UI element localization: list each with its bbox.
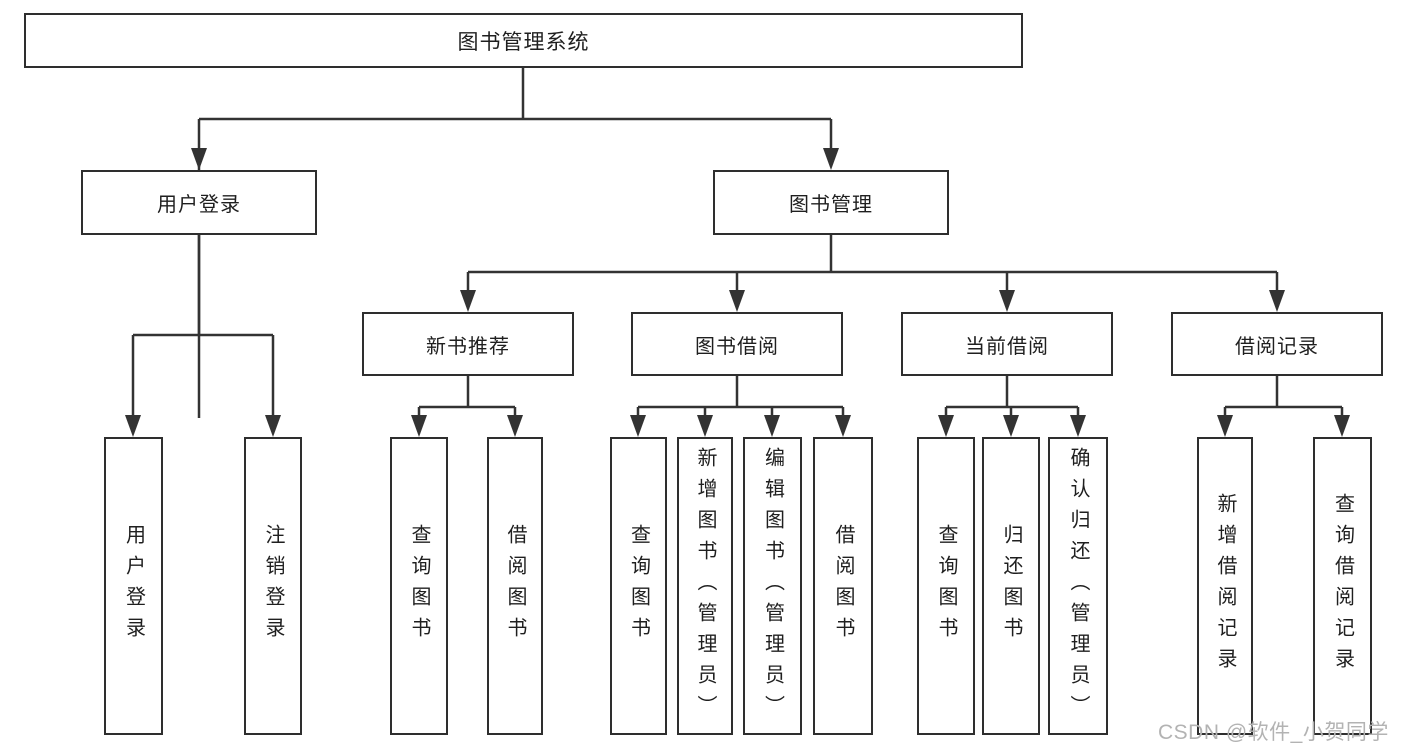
arrow-down-icon <box>999 290 1015 312</box>
node-label: 注销登录 <box>262 524 284 648</box>
node-user-login: 用户登录 <box>81 170 317 235</box>
arrow-down-icon <box>1334 415 1350 437</box>
arrow-down-icon <box>835 415 851 437</box>
arrow-down-icon <box>697 415 713 437</box>
connector-borrowing-to-leaves <box>636 376 845 418</box>
node-label: 归还图书 <box>1000 524 1022 648</box>
connector-records-to-leaves <box>1223 376 1344 418</box>
node-label: 图书管理 <box>789 194 873 216</box>
csdn-watermark: CSDN @软件_小贺同学 <box>1158 721 1389 744</box>
leaf-borrow-books: 借阅图书 <box>813 437 873 735</box>
connector-bookmgmt-to-level3 <box>466 235 1279 293</box>
leaf-logout: 注销登录 <box>244 437 302 735</box>
node-label: 查询借阅记录 <box>1331 493 1354 679</box>
node-book-borrowing: 图书借阅 <box>631 312 843 376</box>
arrow-down-icon <box>1217 415 1233 437</box>
leaf-add-borrow-record: 新增借阅记录 <box>1197 437 1253 735</box>
leaf-borrow-books-recommend: 借阅图书 <box>487 437 543 735</box>
arrow-down-icon <box>460 290 476 312</box>
arrow-down-icon <box>823 148 839 170</box>
arrow-down-icon <box>729 290 745 312</box>
node-label: 借阅记录 <box>1235 335 1319 358</box>
leaf-query-books-borrowing: 查询图书 <box>610 437 667 735</box>
arrow-down-icon <box>1269 290 1285 312</box>
node-label: 当前借阅 <box>965 335 1049 358</box>
leaf-query-books-recommend: 查询图书 <box>390 437 448 735</box>
leaf-confirm-return-admin: 确认归还（管理员） <box>1048 437 1108 735</box>
node-label: 新增图书（管理员） <box>694 446 716 726</box>
node-new-book-recommendation: 新书推荐 <box>362 312 574 376</box>
node-borrowing-records: 借阅记录 <box>1171 312 1383 376</box>
node-label: 查询图书 <box>627 524 650 648</box>
node-current-borrowing: 当前借阅 <box>901 312 1113 376</box>
node-book-management: 图书管理 <box>713 170 949 235</box>
leaf-user-login: 用户登录 <box>104 437 163 735</box>
arrow-down-icon <box>938 415 954 437</box>
arrow-down-icon <box>630 415 646 437</box>
node-label: 借阅图书 <box>504 524 526 648</box>
node-label: 编辑图书（管理员） <box>761 446 784 726</box>
node-label: 查询图书 <box>935 524 957 648</box>
arrow-down-icon <box>764 415 780 437</box>
arrow-down-icon <box>507 415 523 437</box>
leaf-add-books-admin: 新增图书（管理员） <box>677 437 733 735</box>
leaf-edit-books-admin: 编辑图书（管理员） <box>743 437 802 735</box>
connector-newbook-to-leaves <box>417 376 517 418</box>
arrow-down-icon <box>411 415 427 437</box>
connector-current-to-leaves <box>944 376 1080 418</box>
node-label: 确认归还（管理员） <box>1067 446 1089 726</box>
leaf-query-books-current: 查询图书 <box>917 437 975 735</box>
connector-root-to-level2 <box>197 68 833 418</box>
node-label: 借阅图书 <box>832 524 854 648</box>
arrow-down-icon <box>1003 415 1019 437</box>
node-label: 新书推荐 <box>426 335 510 358</box>
arrow-down-icon <box>265 415 281 437</box>
connector-userlogin-to-leaves <box>131 235 275 418</box>
arrow-down-icon <box>191 148 207 170</box>
arrow-down-icon <box>1070 415 1086 437</box>
arrow-down-icon <box>125 415 141 437</box>
leaf-query-borrow-record: 查询借阅记录 <box>1313 437 1372 735</box>
node-label: 图书管理系统 <box>457 30 590 54</box>
node-library-management-system: 图书管理系统 <box>24 13 1023 68</box>
node-label: 图书借阅 <box>695 335 779 358</box>
node-label: 新增借阅记录 <box>1214 493 1236 679</box>
node-label: 用户登录 <box>122 524 145 648</box>
leaf-return-books: 归还图书 <box>982 437 1040 735</box>
node-label: 用户登录 <box>157 194 241 216</box>
node-label: 查询图书 <box>408 524 430 648</box>
